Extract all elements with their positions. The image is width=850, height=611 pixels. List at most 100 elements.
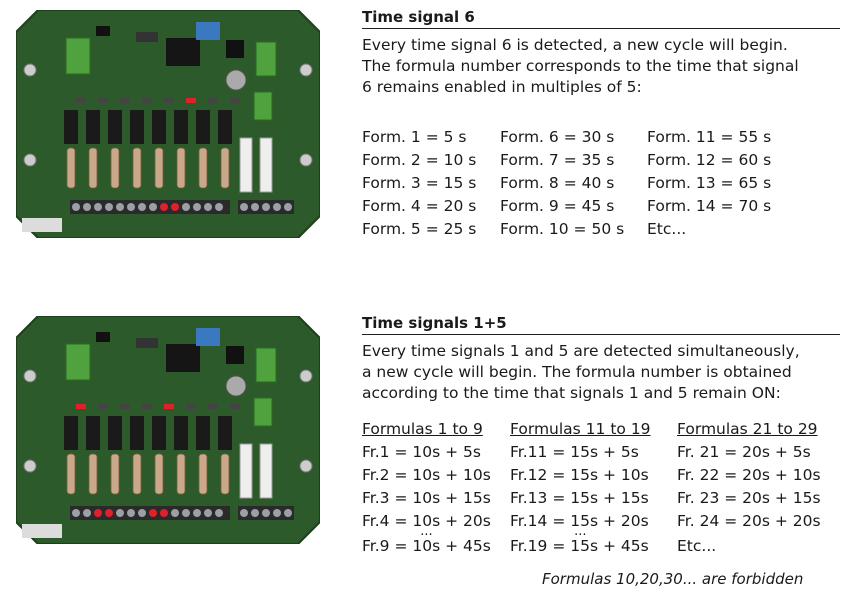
formula-item: Fr.12 = 15s + 10s xyxy=(510,466,649,484)
terminal-screw xyxy=(284,203,292,211)
description-line: Every time signal 6 is detected, a new c… xyxy=(362,36,788,54)
relay xyxy=(239,137,253,193)
section-description: Every time signals 1 and 5 are detected … xyxy=(362,341,840,404)
resistor xyxy=(154,147,164,189)
description-line: a new cycle will begin. The formula numb… xyxy=(362,363,792,381)
terminal-screw xyxy=(204,203,212,211)
column-header: Formulas 11 to 19 xyxy=(510,420,651,438)
transistor xyxy=(174,416,188,450)
terminal-screw xyxy=(160,203,168,211)
formula-item: Form. 12 = 60 s xyxy=(647,151,772,169)
terminal-screw xyxy=(116,509,124,517)
formula-column: Formulas 11 to 19 Fr.11 = 15s + 5s Fr.12… xyxy=(510,418,651,558)
section-time-signals-1-5: Time signals 1+5 Every time signals 1 an… xyxy=(362,314,840,604)
terminal-screw xyxy=(83,509,91,517)
terminal-screw xyxy=(193,203,201,211)
terminal-screw xyxy=(94,509,102,517)
status-led xyxy=(120,98,130,103)
mounting-hole xyxy=(23,369,37,383)
transistor xyxy=(130,110,144,144)
terminal-connector xyxy=(255,41,277,77)
terminal-connector xyxy=(253,91,273,121)
board-image-2 xyxy=(16,316,320,544)
formula-item: Fr.19 = 15s + 45s xyxy=(510,537,649,555)
formula-column: Form. 11 = 55 s Form. 12 = 60 s Form. 13… xyxy=(647,126,771,241)
formula-item: Fr.9 = 10s + 45s xyxy=(362,537,491,555)
transistor xyxy=(174,110,188,144)
transistor xyxy=(152,416,166,450)
terminal-screw xyxy=(94,203,102,211)
column-header: Formulas 1 to 9 xyxy=(362,420,483,438)
terminal-screw xyxy=(149,509,157,517)
component-chip xyxy=(136,338,158,348)
mounting-hole xyxy=(23,153,37,167)
mounting-hole xyxy=(299,153,313,167)
formula-table: Form. 1 = 5 s Form. 2 = 10 s Form. 3 = 1… xyxy=(362,126,840,244)
mounting-hole xyxy=(23,63,37,77)
formula-item: Form. 14 = 70 s xyxy=(647,197,772,215)
transistor xyxy=(130,416,144,450)
status-led xyxy=(98,404,108,409)
terminal-screw xyxy=(251,203,259,211)
terminal-screw xyxy=(83,203,91,211)
formula-item: Fr.14 = 15s + 20s xyxy=(510,512,649,530)
status-led xyxy=(76,98,86,103)
formula-item: Form. 3 = 15 s xyxy=(362,174,477,192)
formula-item: Fr. 24 = 20s + 20s xyxy=(677,512,821,530)
relay xyxy=(259,443,273,499)
formula-item: Form. 6 = 30 s xyxy=(500,128,615,146)
terminal-screw xyxy=(262,203,270,211)
terminal-screw xyxy=(127,509,135,517)
description-line: Every time signals 1 and 5 are detected … xyxy=(362,342,800,360)
status-led xyxy=(230,98,240,103)
transistor xyxy=(64,110,78,144)
terminal-screw xyxy=(127,203,135,211)
terminal-screw xyxy=(182,509,190,517)
status-led xyxy=(186,98,196,103)
terminal-screw xyxy=(182,203,190,211)
transistor xyxy=(86,110,100,144)
terminal-screw xyxy=(284,509,292,517)
status-led xyxy=(186,404,196,409)
formula-item: Fr.4 = 10s + 20s xyxy=(362,512,491,530)
status-led xyxy=(120,404,130,409)
dip-switch xyxy=(196,22,220,40)
terminal-screw xyxy=(273,509,281,517)
terminal-screw xyxy=(160,509,168,517)
brand-logo xyxy=(22,218,62,232)
terminal-screw xyxy=(138,509,146,517)
status-led xyxy=(76,404,86,409)
terminal-screw xyxy=(105,509,113,517)
pcb-outline xyxy=(16,316,320,544)
formula-item: Fr.11 = 15s + 5s xyxy=(510,443,639,461)
resistor xyxy=(198,147,208,189)
resistor xyxy=(176,453,186,495)
formula-item: Form. 2 = 10 s xyxy=(362,151,477,169)
resistor xyxy=(110,147,120,189)
formula-item: Fr. 22 = 20s + 10s xyxy=(677,466,821,484)
section-time-signal-6: Time signal 6 Every time signal 6 is det… xyxy=(362,8,840,238)
terminal-screw xyxy=(193,509,201,517)
terminal-screw xyxy=(240,509,248,517)
formula-table: Formulas 1 to 9 Fr.1 = 10s + 5s Fr.2 = 1… xyxy=(362,418,840,568)
microcontroller-chip xyxy=(166,344,200,372)
terminal-connector xyxy=(255,347,277,383)
mounting-hole xyxy=(299,459,313,473)
formula-item: Form. 4 = 20 s xyxy=(362,197,477,215)
status-led xyxy=(98,98,108,103)
resistor xyxy=(66,453,76,495)
terminal-connector xyxy=(253,397,273,427)
terminal-screw xyxy=(262,509,270,517)
transistor xyxy=(108,416,122,450)
mounting-hole xyxy=(299,63,313,77)
terminal-screw xyxy=(72,203,80,211)
section-description: Every time signal 6 is detected, a new c… xyxy=(362,35,840,98)
status-led xyxy=(142,98,152,103)
formula-column: Formulas 1 to 9 Fr.1 = 10s + 5s Fr.2 = 1… xyxy=(362,418,491,558)
mounting-hole xyxy=(23,459,37,473)
formula-item: Etc... xyxy=(647,220,687,238)
description-line: The formula number corresponds to the ti… xyxy=(362,57,799,75)
formula-item: Fr. 21 = 20s + 5s xyxy=(677,443,811,461)
resistor xyxy=(132,453,142,495)
terminal-screw xyxy=(215,203,223,211)
